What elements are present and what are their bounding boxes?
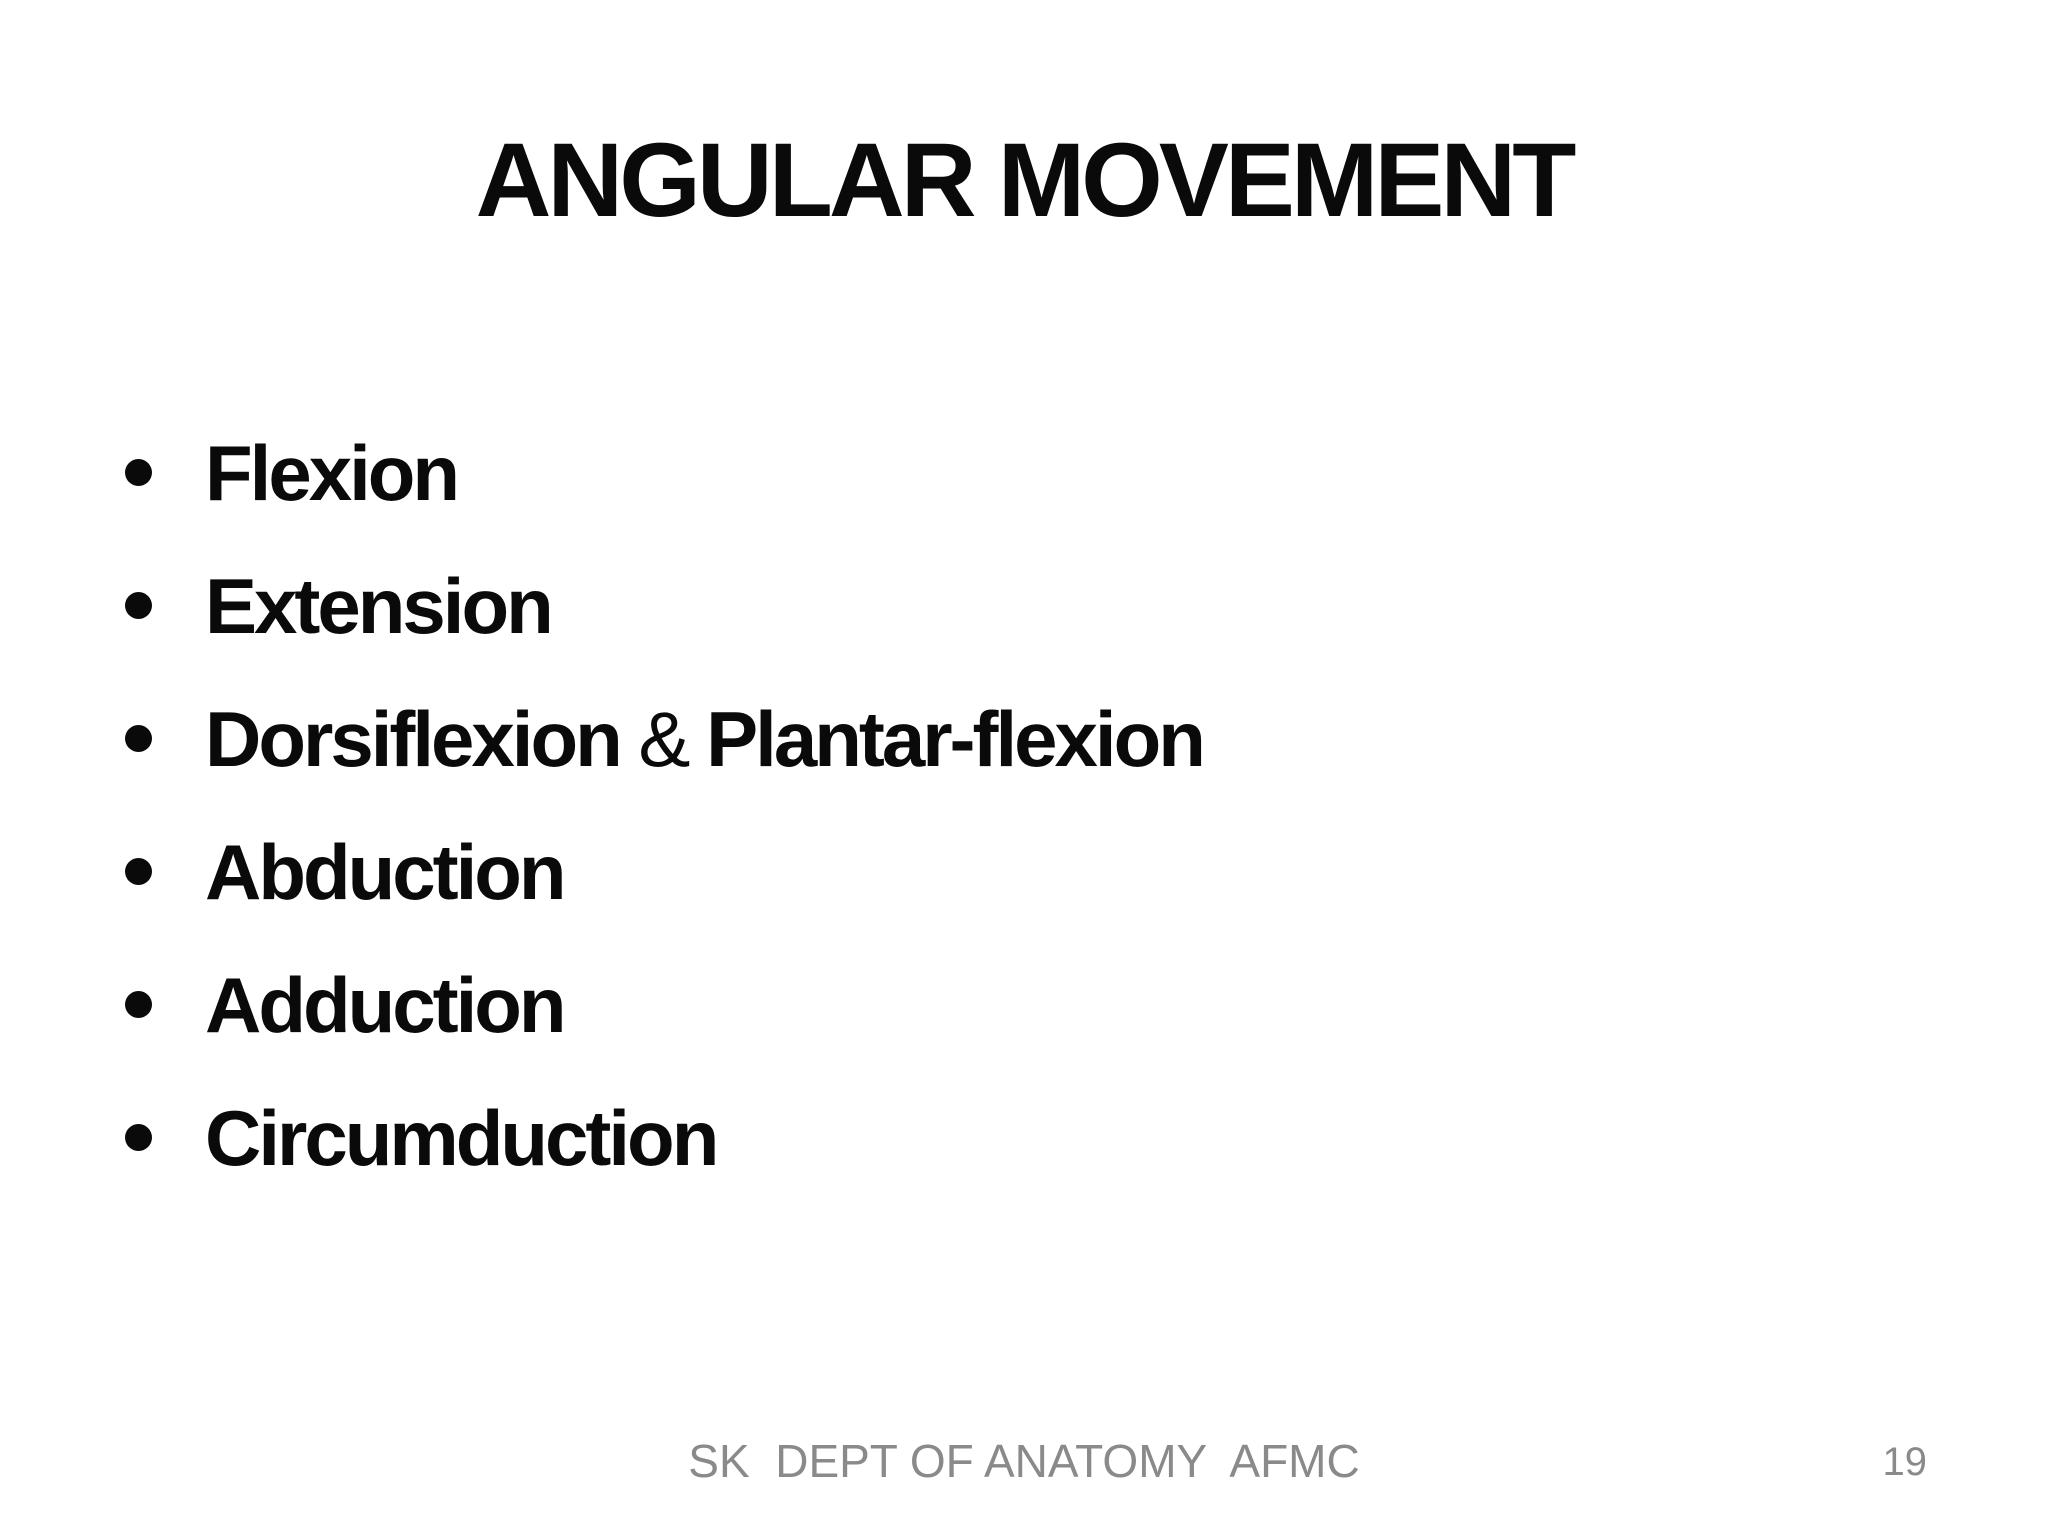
bullet-text-segment: Extension [205,561,554,650]
bullet-text-segment: Plantar-flexion [706,694,1206,783]
bullet-text-segment: Flexion [205,428,460,517]
bullet-icon [125,991,152,1018]
bullet-text-segment: Adduction [205,960,567,1049]
bullet-text: Dorsiflexion & Plantar-flexion [205,700,1206,778]
bullet-icon [125,1124,152,1151]
bullet-icon [125,725,152,752]
bullet-text: Abduction [205,833,567,911]
list-item: Flexion [0,406,2048,539]
bullet-text: Circumduction [205,1099,719,1177]
list-item: Dorsiflexion & Plantar-flexion [0,672,2048,805]
list-item: Extension [0,539,2048,672]
bullet-text-segment: Dorsiflexion [205,694,639,783]
bullet-text: Extension [205,567,554,645]
footer-credit: SK DEPT OF ANATOMY AFMC [688,1435,1360,1487]
list-item: Adduction [0,938,2048,1071]
bullet-text: Adduction [205,966,567,1044]
bullet-icon [125,459,152,486]
bullet-text-segment: Abduction [205,827,567,916]
slide-footer: SK DEPT OF ANATOMY AFMC 19 [0,1438,2048,1498]
bullet-text: Flexion [205,434,460,512]
list-item: Circumduction [0,1071,2048,1204]
slide-title: ANGULAR MOVEMENT [475,122,1577,239]
bullet-icon [125,858,152,885]
bullet-icon [125,592,152,619]
bullet-text-segment: & [638,694,707,783]
bullet-text-segment: Circumduction [205,1093,719,1182]
page-number: 19 [1882,1440,1928,1484]
list-item: Abduction [0,805,2048,938]
